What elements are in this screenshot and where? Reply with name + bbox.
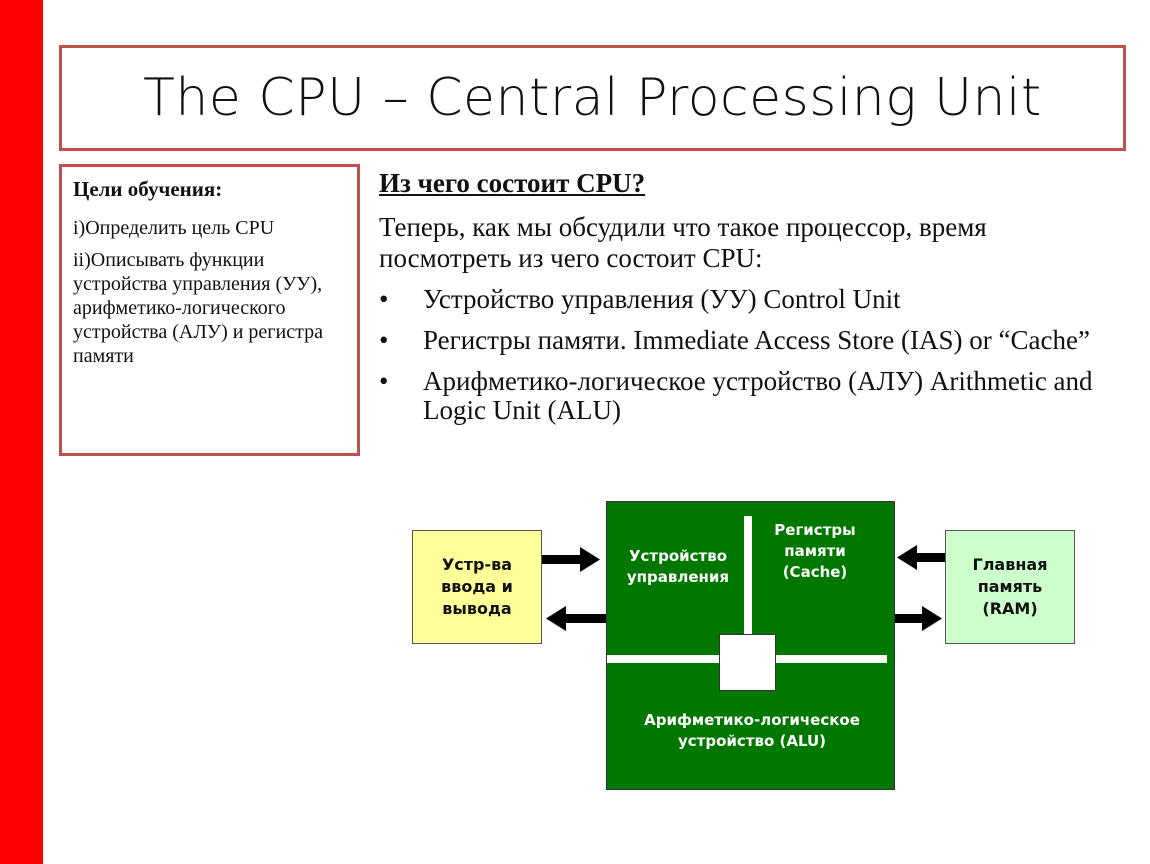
- bullet-icon: •: [379, 366, 389, 396]
- goal-item: i)Определить цель CPU: [73, 217, 275, 239]
- arrow-right-icon: [887, 606, 942, 631]
- bus-junction: [719, 634, 776, 691]
- control-unit-label: Устройство управления: [626, 547, 730, 586]
- bullet-icon: •: [379, 284, 389, 314]
- learning-goals-box: Цели обучения: i)Определить цель CPU ii)…: [59, 164, 360, 456]
- slide-title: The CPU – Central Processing Unit: [143, 68, 1042, 128]
- list-item: • Регистры памяти. Immediate Access Stor…: [379, 326, 1139, 355]
- goals-title: Цели обучения:: [73, 177, 223, 201]
- title-frame: The CPU – Central Processing Unit: [59, 45, 1126, 151]
- io-devices-box: Устр-ва ввода и вывода: [412, 530, 542, 644]
- io-devices-label: Устр-ва ввода и вывода: [441, 555, 513, 618]
- accent-bar: [0, 0, 43, 864]
- goal-item: ii)Описывать функции устройства управлен…: [73, 249, 323, 367]
- intro-paragraph: Теперь, как мы обсудили что такое процес…: [379, 212, 987, 273]
- list-item-text: Устройство управления (УУ) Control Unit: [423, 284, 901, 314]
- list-item-text: Регистры памяти. Immediate Access Store …: [423, 325, 1090, 355]
- list-item-text: Арифметико-логическое устройство (АЛУ) A…: [423, 366, 1093, 425]
- arrow-right-icon: [542, 547, 600, 572]
- ram-box: Главная память (RAM): [945, 530, 1075, 644]
- registers-label: Регистры памяти (Cache): [774, 521, 856, 581]
- arrow-left-icon: [897, 545, 945, 570]
- list-item: • Устройство управления (УУ) Control Uni…: [379, 285, 1139, 314]
- arrow-left-icon: [546, 606, 606, 631]
- component-list: • Устройство управления (УУ) Control Uni…: [379, 285, 1139, 437]
- list-item: • Арифметико-логическое устройство (АЛУ)…: [379, 367, 1139, 425]
- divider-vertical: [744, 516, 752, 642]
- alu-label: Арифметико-логическое устройство (ALU): [644, 711, 860, 750]
- bullet-icon: •: [379, 325, 389, 355]
- ram-label: Главная память (RAM): [972, 555, 1048, 618]
- cpu-block: Устройство управления Регистры памяти (C…: [606, 501, 895, 790]
- section-heading: Из чего состоит CPU?: [379, 168, 646, 198]
